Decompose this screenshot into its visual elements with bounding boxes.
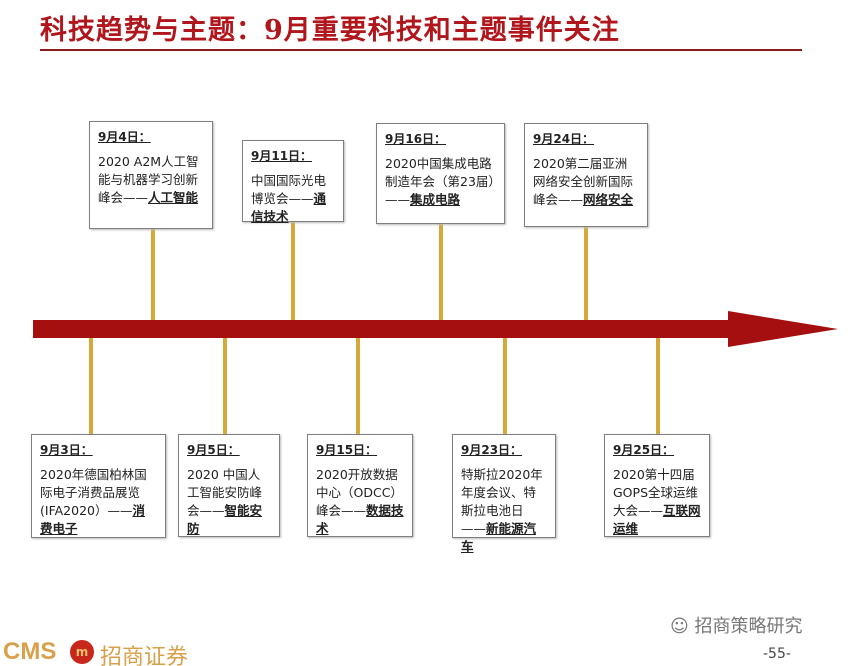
event-card: 9月4日： 2020 A2M人工智能与机器学习创新峰会——人工智能 <box>89 121 213 229</box>
event-text: 2020第二届亚洲网络安全创新国际峰会—— <box>533 156 634 207</box>
event-tag: 消费电子 <box>40 503 145 536</box>
event-text: 2020 中国人工智能安防峰会—— <box>187 467 263 518</box>
event-date: 9月4日： <box>98 130 151 144</box>
event-card: 9月24日： 2020第二届亚洲网络安全创新国际峰会——网络安全 <box>524 123 648 227</box>
event-text: 2020中国集成电路制造年会（第23届）—— <box>385 156 495 207</box>
event-date: 9月15日： <box>316 443 378 457</box>
event-text: 2020第十四届GOPS全球运维大会—— <box>613 467 698 518</box>
event-date: 9月24日： <box>533 132 595 146</box>
event-date: 9月16日： <box>385 132 447 146</box>
event-date: 9月3日： <box>40 443 93 457</box>
connector <box>151 229 155 322</box>
connector <box>439 224 443 322</box>
brand-name: 招商证券 <box>100 645 189 666</box>
connector <box>656 336 660 434</box>
brand-logo-icon: m <box>70 640 94 664</box>
connector <box>223 336 227 434</box>
connector <box>89 336 93 434</box>
event-tag: 通信技术 <box>251 191 327 224</box>
title-divider <box>40 49 802 51</box>
event-text: 中国国际光电博览会—— <box>251 173 327 206</box>
timeline-arrow-head <box>728 311 838 347</box>
event-tag: 人工智能 <box>148 190 199 205</box>
event-text: 2020 A2M人工智能与机器学习创新峰会—— <box>98 154 199 205</box>
timeline-arrow-shaft <box>33 320 733 338</box>
event-text: 2020年德国柏林国际电子消费品展览(IFA2020）—— <box>40 467 147 518</box>
event-card: 9月5日： 2020 中国人工智能安防峰会——智能安防 <box>178 434 280 537</box>
event-date: 9月25日： <box>613 443 675 457</box>
event-text: 2020开放数据中心（ODCC）峰会—— <box>316 467 403 518</box>
event-card: 9月16日： 2020中国集成电路制造年会（第23届）——集成电路 <box>376 123 505 224</box>
slide-title: 科技趋势与主题：9月重要科技和主题事件关注 <box>40 15 620 46</box>
event-tag: 集成电路 <box>410 192 461 207</box>
connector <box>584 227 588 322</box>
connector <box>291 222 295 322</box>
event-card: 9月15日： 2020开放数据中心（ODCC）峰会——数据技术 <box>307 434 413 537</box>
brand-cms: CMS <box>3 638 57 665</box>
wechat-name: 招商策略研究 <box>694 616 803 637</box>
event-text: 特斯拉2020年年度会议、特斯拉电池日—— <box>461 467 543 536</box>
event-date: 9月23日： <box>461 443 523 457</box>
wechat-icon: ☺ <box>670 616 695 637</box>
event-tag: 数据技术 <box>316 503 404 536</box>
wechat-watermark: ☺ 招商策略研究 <box>670 612 803 638</box>
event-card: 9月11日： 中国国际光电博览会——通信技术 <box>242 140 344 224</box>
event-card: 9月23日： 特斯拉2020年年度会议、特斯拉电池日——新能源汽车 <box>452 434 556 554</box>
page-number: -55- <box>763 646 791 662</box>
event-card: 9月3日： 2020年德国柏林国际电子消费品展览(IFA2020）——消费电子 <box>31 434 166 538</box>
event-tag: 互联网运维 <box>613 503 701 536</box>
connector <box>356 336 360 434</box>
connector <box>503 336 507 434</box>
event-date: 9月11日： <box>251 149 313 163</box>
event-date: 9月5日： <box>187 443 240 457</box>
event-tag: 智能安防 <box>187 503 263 536</box>
event-tag: 新能源汽车 <box>461 521 537 554</box>
event-card: 9月25日： 2020第十四届GOPS全球运维大会——互联网运维 <box>604 434 710 537</box>
event-tag: 网络安全 <box>583 192 634 207</box>
